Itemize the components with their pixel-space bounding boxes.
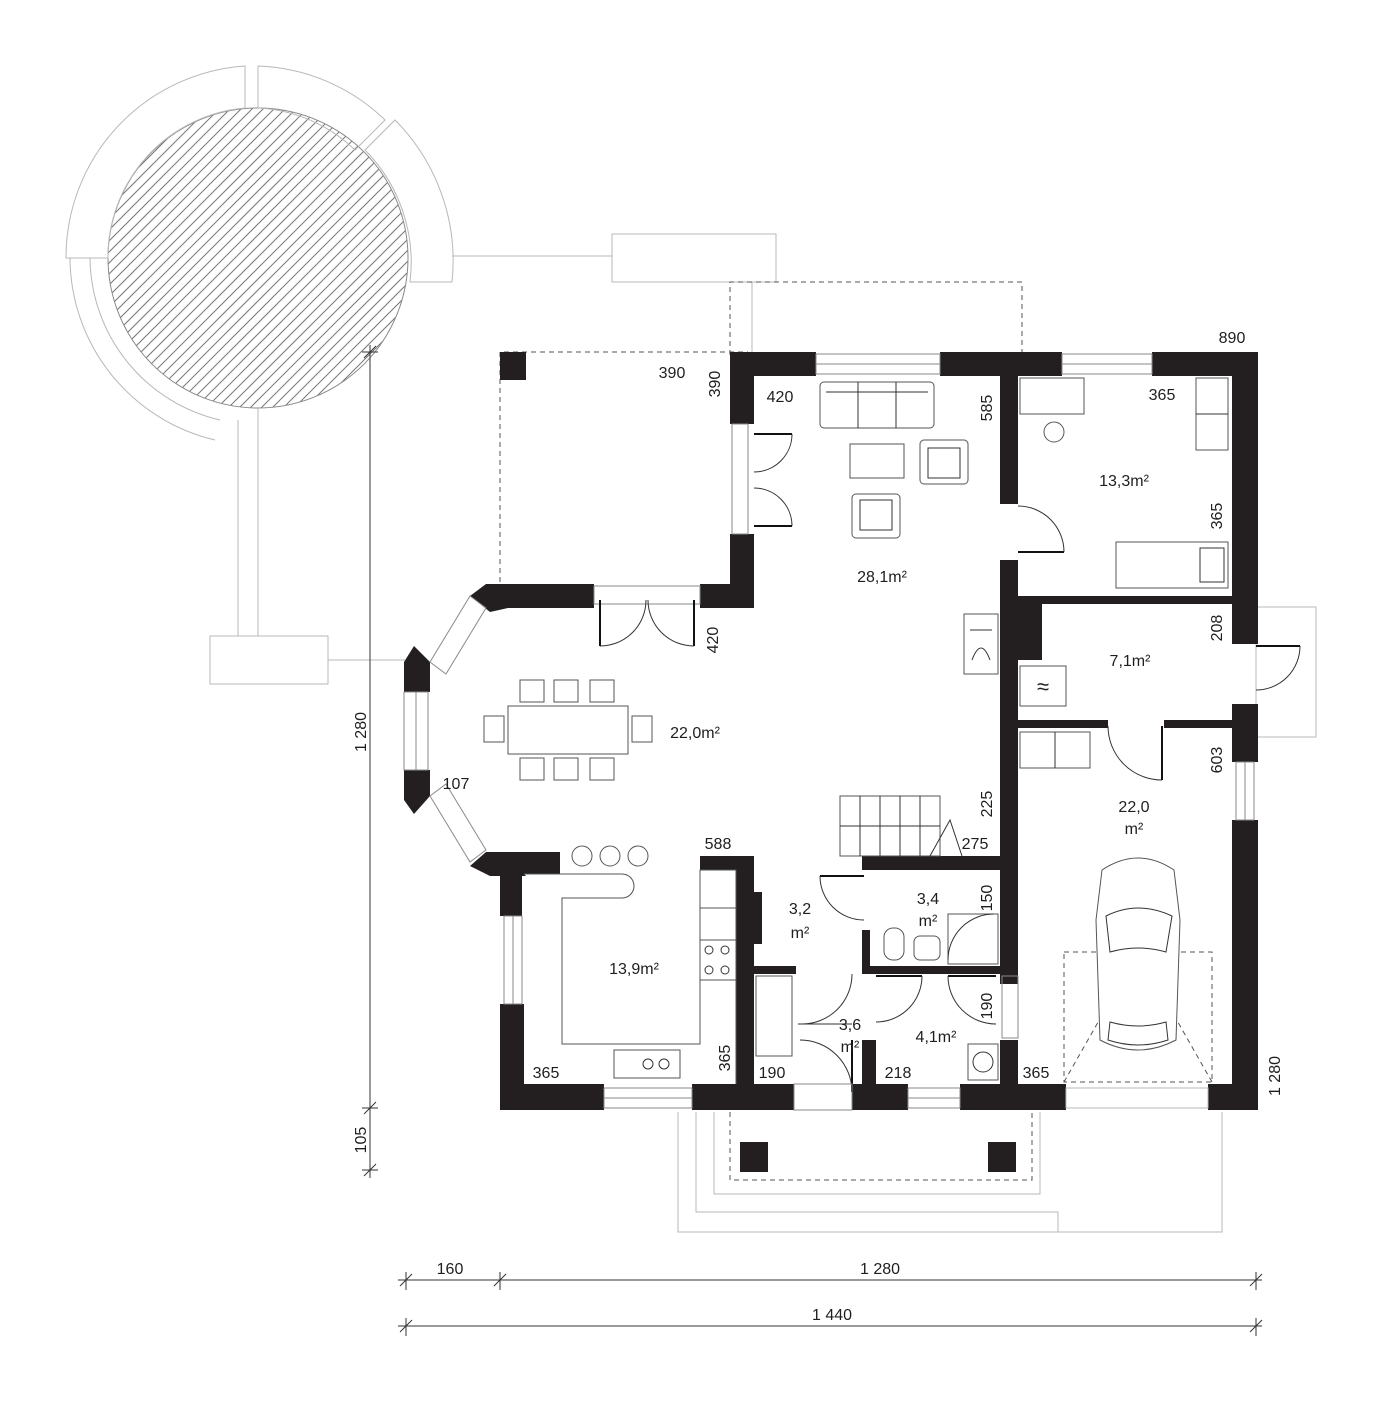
room-garage-unit: m² (1125, 821, 1144, 838)
dim-label: 225 (979, 791, 996, 818)
hatch-line (108, 108, 249, 408)
car-icon (1095, 857, 1181, 1051)
hatch-line (364, 108, 408, 408)
hatch-line (108, 108, 271, 408)
room-wc-unit: m² (919, 913, 938, 930)
hatch-line (108, 108, 370, 408)
room-kitchen-area: 13,9m² (609, 961, 659, 978)
svg-text:≈: ≈ (1037, 674, 1049, 699)
hatch-line (108, 108, 315, 408)
hatch-line (353, 108, 408, 408)
hatch-line (331, 108, 408, 408)
hatch-line (108, 108, 381, 408)
dim-label: 150 (979, 885, 996, 912)
hatch-line (320, 108, 408, 408)
dim-label: 190 (759, 1065, 786, 1082)
room-laundry-area: 4,1m² (916, 1029, 958, 1046)
furniture: ≈ (483, 377, 1229, 1084)
hatch-line (177, 108, 408, 408)
dim-left-total: 1 280 (353, 712, 370, 752)
hatch-line (166, 108, 408, 408)
dim-label: 208 (1209, 615, 1226, 642)
overall-dimensions: 1 280 105 1 280 160 1 280 1 440 (353, 345, 1284, 1336)
dim-label: 390 (659, 365, 686, 382)
hatch-line (108, 108, 408, 408)
hatch-line (108, 108, 408, 408)
hatch-line (108, 108, 326, 408)
dimension-labels: 390 390 420 585 365 365 890 208 420 603 … (443, 330, 1246, 1082)
hatch-line (199, 108, 408, 408)
room-labels: 28,1m² 13,3m² 7,1m² 22,0m² 13,9m² 22,0 m… (609, 473, 1151, 1056)
dim-bottom-offset: 160 (437, 1261, 464, 1278)
room-living-area: 28,1m² (857, 569, 907, 586)
dim-label: 190 (979, 993, 996, 1020)
hatch-line (133, 108, 408, 408)
hatch-line (254, 108, 408, 408)
dim-bottom-main: 1 280 (860, 1261, 900, 1278)
dim-label: 275 (962, 836, 989, 853)
hatch-line (108, 108, 359, 408)
dim-label: 588 (705, 836, 732, 853)
walls (404, 352, 1258, 1172)
hatch-line (287, 108, 408, 408)
dim-right-total: 1 280 (1267, 1056, 1284, 1096)
hatch-line (342, 108, 408, 408)
hatch-line (108, 108, 227, 408)
dim-label: 420 (705, 627, 722, 654)
hatch-line (210, 108, 408, 408)
porch (677, 606, 1317, 1233)
room-hall-area: 3,2 (789, 901, 811, 918)
dim-label: 365 (1023, 1065, 1050, 1082)
hatch-line (108, 108, 260, 408)
hatch-line (298, 108, 408, 408)
hatch-line (276, 108, 408, 408)
dim-label: 390 (707, 371, 724, 398)
dim-label: 420 (767, 389, 794, 406)
hatch-line (108, 108, 408, 408)
hatch-line (108, 108, 293, 408)
room-bedroom-area: 13,3m² (1099, 473, 1149, 490)
dim-label: 603 (1209, 747, 1226, 774)
dim-label: 365 (1149, 387, 1176, 404)
hatch-line (144, 108, 408, 408)
windows (403, 353, 1255, 1109)
hatch-line (232, 108, 408, 408)
room-dining-area: 22,0m² (670, 725, 720, 742)
hatch-line (265, 108, 408, 408)
room-boiler-area: 7,1m² (1110, 653, 1152, 670)
hatch-line (122, 108, 408, 408)
hatch-line (108, 108, 408, 408)
hatch-line (155, 108, 408, 408)
room-wc-area: 3,4 (917, 891, 939, 908)
dim-label: 218 (885, 1065, 912, 1082)
dim-label: 365 (533, 1065, 560, 1082)
hatch-line (108, 108, 304, 408)
hatch-line (108, 108, 337, 408)
room-garage-area: 22,0 (1118, 799, 1149, 816)
hatch-line (243, 108, 408, 408)
doors (599, 433, 1301, 1111)
hatch-line (108, 108, 392, 408)
hatch-line (188, 108, 408, 408)
dim-label: 890 (1219, 330, 1246, 347)
room-hall-unit: m² (791, 925, 810, 942)
hatch-line (108, 108, 348, 408)
dim-label: 107 (443, 776, 470, 793)
hatch-line (108, 108, 282, 408)
hatch-line (221, 108, 408, 408)
dim-label: 365 (1209, 503, 1226, 530)
room-vestibule-area: 3,6 (839, 1017, 861, 1034)
room-vestibule-unit: m² (841, 1039, 860, 1056)
dim-left-porch: 105 (353, 1127, 370, 1154)
dim-label: 365 (717, 1045, 734, 1072)
dim-bottom-total: 1 440 (812, 1307, 852, 1324)
dim-label: 585 (979, 395, 996, 422)
